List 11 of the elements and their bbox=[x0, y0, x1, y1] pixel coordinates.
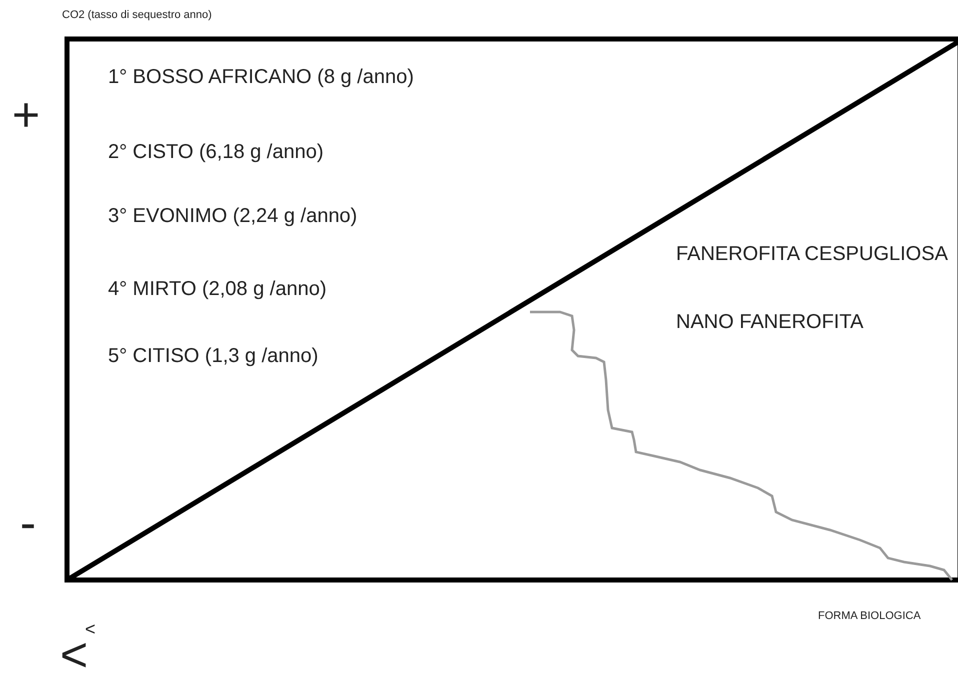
minus-sign: - bbox=[20, 500, 36, 548]
category-label: NANO FANEROFITA bbox=[676, 312, 864, 332]
ranking-item: 4° MIRTO (2,08 g /anno) bbox=[108, 279, 326, 299]
plus-sign: + bbox=[12, 92, 40, 140]
axis-title: CO2 (tasso di sequestro anno) bbox=[62, 10, 212, 21]
ranking-item: 3° EVONIMO (2,24 g /anno) bbox=[108, 206, 358, 226]
category-label: FANEROFITA CESPUGLIOSA bbox=[676, 244, 948, 264]
ranking-item: 1° BOSSO AFRICANO (8 g /anno) bbox=[108, 67, 414, 87]
axis-title: FORMA BIOLOGICA bbox=[818, 611, 921, 622]
ranking-item: 5° CITISO (1,3 g /anno) bbox=[108, 346, 318, 366]
ranking-item: 2° CISTO (6,18 g /anno) bbox=[108, 142, 324, 162]
